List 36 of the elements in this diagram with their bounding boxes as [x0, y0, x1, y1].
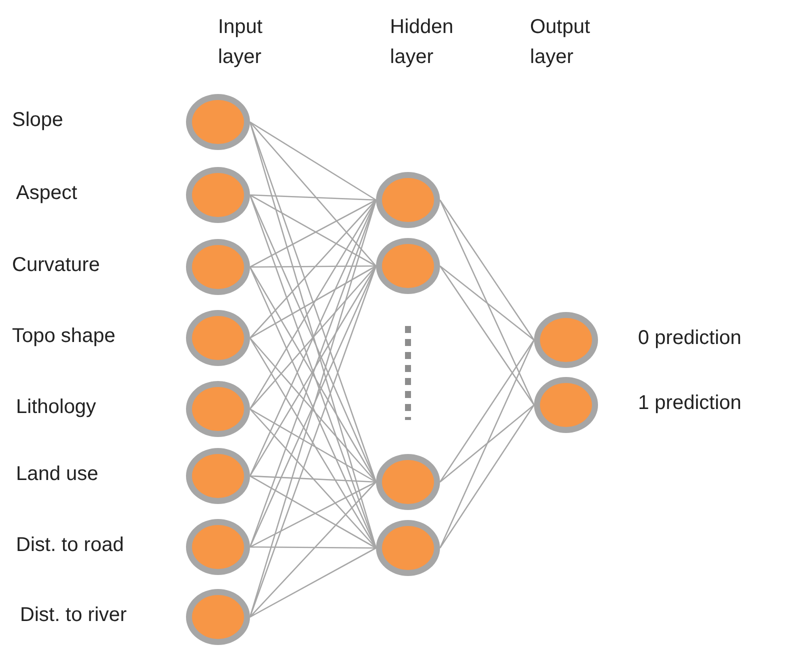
input-label: Topo shape [12, 324, 116, 349]
connection-line [250, 194, 376, 201]
layer-heading: Output layer [530, 15, 592, 70]
connection-line [250, 546, 376, 549]
connection-line [250, 265, 376, 339]
connection-line [439, 340, 535, 482]
connection-line [439, 266, 535, 406]
layer-heading: Hidden layer [390, 15, 454, 70]
connection-line [250, 200, 376, 338]
connection-line [249, 266, 377, 618]
connection-line [250, 547, 376, 618]
input-label: Aspect [16, 181, 78, 206]
input-label: Curvature [12, 253, 100, 278]
input-label: Dist. to road [16, 533, 124, 558]
connection-line [250, 265, 376, 268]
node-label: 1 prediction [638, 391, 742, 416]
connection-line [250, 475, 376, 483]
node-label: 0 prediction [638, 326, 742, 351]
connection-line [439, 200, 535, 340]
input-label: Slope [12, 108, 64, 133]
input-label: Lithology [16, 395, 96, 420]
connection-line [250, 408, 376, 548]
connection-line [250, 338, 376, 482]
connection-line [250, 408, 376, 483]
connection-line [439, 404, 535, 548]
connection-line [250, 266, 376, 410]
connection-line [250, 122, 376, 266]
layer-heading: Input layer [218, 15, 264, 70]
connection-line [439, 200, 535, 406]
input-label: Land use [16, 462, 98, 487]
connection-line [440, 265, 534, 341]
connection-line [440, 404, 534, 482]
input-label: Dist. to river [20, 603, 127, 628]
connection-line [439, 340, 535, 548]
connection-line [250, 482, 376, 618]
connection-line [250, 121, 376, 201]
